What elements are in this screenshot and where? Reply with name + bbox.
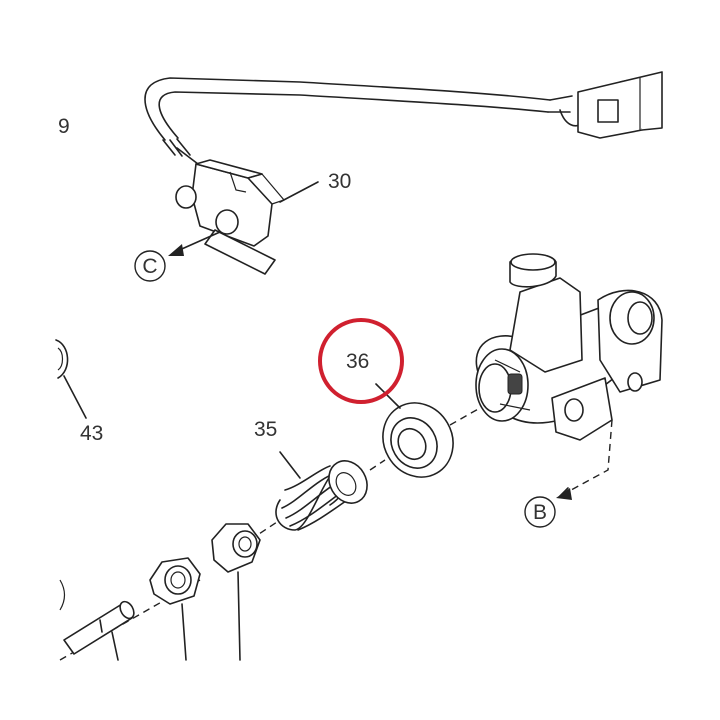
connector-plug <box>577 71 663 139</box>
ref-b-arrowhead <box>556 488 572 500</box>
hex-nut-left <box>149 557 201 661</box>
seal-part-36 <box>375 383 454 478</box>
label-part-29-partial: 9 <box>58 115 70 138</box>
switch-part-30 <box>175 147 286 275</box>
label-part-30: 30 <box>328 170 351 193</box>
wire-harness <box>144 77 586 157</box>
ref-c-label: C <box>142 255 157 278</box>
ref-b-leader <box>559 419 613 497</box>
spring-part-35 <box>275 451 368 531</box>
hex-nut-right <box>211 523 261 661</box>
label-part-43: 43 <box>80 422 103 445</box>
ref-b-circle <box>524 496 556 528</box>
part-43-partial <box>55 339 87 419</box>
master-cylinder <box>475 253 663 441</box>
label-part-36: 36 <box>346 350 369 373</box>
ref-c-arrowhead <box>168 244 184 256</box>
assembly-axis-line <box>59 407 481 661</box>
leader-30 <box>279 181 319 203</box>
label-part-35: 35 <box>254 418 277 441</box>
highlight-circle-36 <box>318 318 404 404</box>
ref-c-circle <box>134 250 166 282</box>
push-rod <box>59 579 135 661</box>
ref-b-label: B <box>533 501 547 524</box>
